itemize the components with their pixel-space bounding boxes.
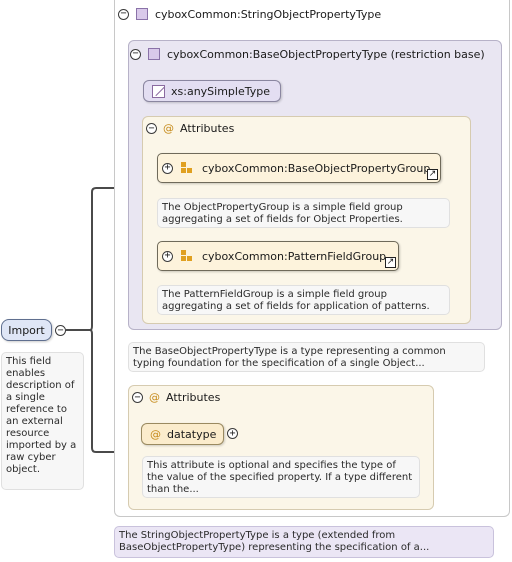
attributes-label: Attributes <box>180 122 235 135</box>
datatype-description: This attribute is optional and specifies… <box>142 456 420 498</box>
collapse-attributes-button[interactable]: − <box>132 392 143 403</box>
import-description: This field enables description of a sing… <box>1 352 84 490</box>
import-element[interactable]: Import <box>1 319 52 341</box>
expand-group-button[interactable]: + <box>162 250 173 262</box>
base-type-name: cyboxCommon:BaseObjectPropertyType (rest… <box>167 47 485 61</box>
connector-import-to-datatype <box>89 329 140 453</box>
attribute-group-icon <box>181 249 194 263</box>
simple-type-name: xs:anySimpleType <box>171 84 270 98</box>
attribute-group-base-object-property[interactable]: + cyboxCommon:BaseObjectPropertyGroup ↗ <box>157 153 441 183</box>
simple-type-node[interactable]: xs:anySimpleType <box>143 80 281 102</box>
type-description: The StringObjectPropertyType is a type (… <box>114 526 494 558</box>
group-description: The PatternFieldGroup is a simple field … <box>157 285 450 315</box>
expand-datatype-button[interactable]: + <box>227 428 238 439</box>
collapse-import-button[interactable]: − <box>55 325 66 336</box>
complex-type-icon <box>136 8 148 20</box>
attribute-group-icon <box>181 161 194 175</box>
base-type-header: − cyboxCommon:BaseObjectPropertyType (re… <box>130 44 485 64</box>
reference-arrow-icon[interactable]: ↗ <box>427 169 438 180</box>
type-name: cyboxCommon:StringObjectPropertyType <box>155 7 382 21</box>
attributes-label: Attributes <box>166 391 221 404</box>
group-name: cyboxCommon:BaseObjectPropertyGroup <box>202 161 431 175</box>
type-header: − cyboxCommon:StringObjectPropertyType <box>114 2 510 26</box>
expand-group-button[interactable]: + <box>162 162 173 174</box>
base-attributes-header: − @ Attributes <box>146 122 234 135</box>
datatype-attribute[interactable]: @ datatype <box>141 423 224 445</box>
collapse-type-button[interactable]: − <box>118 8 129 20</box>
datatype-name: datatype <box>167 427 217 441</box>
attributes-header: − @ Attributes <box>132 391 220 404</box>
group-name: cyboxCommon:PatternFieldGroup <box>202 249 387 263</box>
attribute-icon: @ <box>149 391 160 404</box>
collapse-base-button[interactable]: − <box>130 48 141 60</box>
attribute-group-pattern-field[interactable]: + cyboxCommon:PatternFieldGroup ↗ <box>157 241 399 271</box>
import-label: Import <box>8 323 45 337</box>
group-description: The ObjectPropertyGroup is a simple fiel… <box>157 198 450 228</box>
simple-type-icon <box>152 84 165 98</box>
collapse-attributes-button[interactable]: − <box>146 123 157 134</box>
base-type-description: The BaseObjectPropertyType is a type rep… <box>128 342 485 372</box>
complex-type-icon <box>148 48 160 60</box>
attribute-icon: @ <box>150 427 161 441</box>
attribute-icon: @ <box>163 122 174 135</box>
reference-arrow-icon[interactable]: ↗ <box>385 257 396 268</box>
